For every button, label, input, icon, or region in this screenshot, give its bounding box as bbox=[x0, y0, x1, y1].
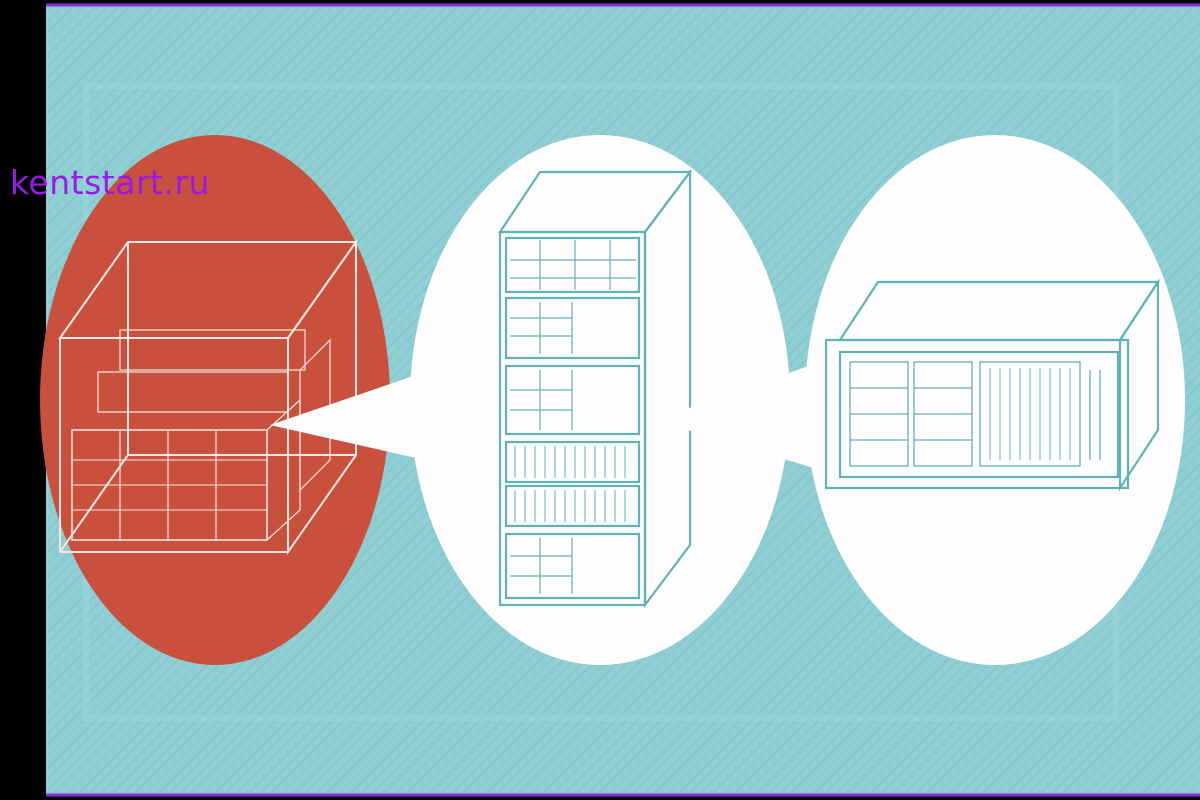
cluster-outline-icon bbox=[58, 238, 358, 556]
rack-server-unit-icon bbox=[824, 278, 1161, 492]
right-ellipse bbox=[805, 135, 1185, 665]
left-pointer bbox=[270, 372, 425, 460]
red-circle bbox=[40, 135, 390, 665]
server-rack-panel bbox=[270, 135, 790, 665]
datacenter-cluster-panel bbox=[40, 135, 390, 665]
right-pointer bbox=[655, 362, 820, 470]
rack-server-panel bbox=[655, 135, 1185, 665]
server-rack-icon bbox=[497, 168, 693, 609]
